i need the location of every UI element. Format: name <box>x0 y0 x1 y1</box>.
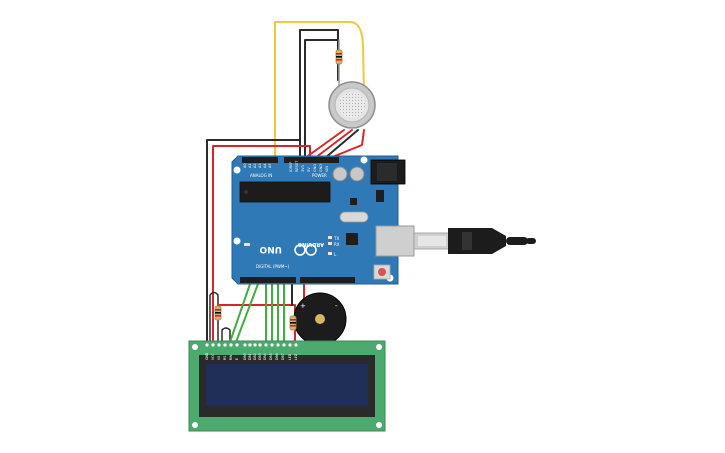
svg-text:A2: A2 <box>253 163 257 168</box>
wire-sensor-gnd-c[interactable] <box>324 129 359 159</box>
mounting-hole <box>192 344 198 350</box>
svg-text:RW: RW <box>229 354 233 360</box>
svg-text:DB4: DB4 <box>263 353 267 360</box>
digital-header-right[interactable] <box>300 277 355 283</box>
svg-text:A5: A5 <box>268 163 272 168</box>
wire-lcd-gnd-long[interactable] <box>206 139 301 343</box>
led-label-tx: TX <box>333 236 339 241</box>
svg-text:RESET: RESET <box>295 160 299 172</box>
board-model: UNO <box>259 244 282 254</box>
usb-port[interactable] <box>375 225 415 257</box>
mounting-hole <box>376 344 382 350</box>
led-label-l: L <box>334 252 337 257</box>
svg-text:V0: V0 <box>217 356 221 360</box>
led-tx <box>328 236 332 239</box>
lcd-pin-labels: GND VCC V0 RS RW E DB0 DB1 DB2 DB3 DB4 D… <box>205 352 298 360</box>
power-pin-labels: IOREF RESET 3V3 5V GND GND VIN <box>289 160 329 172</box>
svg-text:E: E <box>235 358 239 360</box>
svg-text:A1: A1 <box>248 163 252 168</box>
mounting-hole <box>233 237 241 245</box>
analog-header[interactable] <box>242 157 278 163</box>
svg-text:5V: 5V <box>307 167 311 172</box>
mounting-hole <box>360 156 368 164</box>
svg-text:DB0: DB0 <box>243 353 247 360</box>
svg-text:DB7: DB7 <box>281 353 285 360</box>
mounting-hole <box>233 166 241 174</box>
power-header-label: POWER <box>312 173 327 178</box>
analog-pin-labels: A0 A1 A2 A3 A4 A5 <box>243 163 272 168</box>
svg-text:VIN: VIN <box>325 166 329 172</box>
wire-sensor-ground-b[interactable] <box>304 39 339 161</box>
wire-sensor-signal[interactable] <box>274 21 365 161</box>
svg-text:LED: LED <box>288 353 292 360</box>
svg-text:A0: A0 <box>243 163 247 168</box>
svg-text:DB2: DB2 <box>253 353 257 360</box>
wire-sensor-vcc-a[interactable] <box>304 129 345 159</box>
lcd-module[interactable] <box>188 340 386 432</box>
wire-lcd-data-2[interactable] <box>235 283 259 343</box>
svg-text:GND: GND <box>313 164 317 172</box>
usb-cable[interactable] <box>413 228 536 254</box>
lcd-pin-row[interactable] <box>205 343 298 347</box>
buzzer-plus-label: + <box>300 302 306 310</box>
wire-lcd-resistor-loop-a[interactable] <box>209 291 219 343</box>
svg-text:GND: GND <box>205 352 209 360</box>
wire-sensor-vcc-c[interactable] <box>329 129 365 159</box>
svg-text:DB1: DB1 <box>248 353 252 360</box>
voltage-regulator <box>376 190 384 202</box>
arduino-board[interactable]: ANALOG IN POWER DIGITAL (PWM~) TX RX L A… <box>231 155 415 285</box>
svg-text:GND: GND <box>319 164 323 172</box>
buzzer-minus-label: - <box>335 302 338 310</box>
capacitor <box>332 166 348 182</box>
svg-text:DB5: DB5 <box>269 353 273 360</box>
svg-text:IOREF: IOREF <box>289 162 293 172</box>
mounting-hole <box>192 422 198 428</box>
usb-chip <box>346 233 358 245</box>
lcd-contrast-resistor[interactable] <box>214 305 222 321</box>
svg-text:VCC: VCC <box>211 353 215 360</box>
crystal-oscillator <box>339 211 369 223</box>
wire-lcd-resistor-loop-b[interactable] <box>221 327 231 343</box>
analog-header-label: ANALOG IN <box>250 173 272 178</box>
gas-sensor[interactable] <box>328 81 376 129</box>
buzzer-resistor[interactable] <box>289 315 297 331</box>
reset-button[interactable] <box>373 264 391 280</box>
on-led <box>244 243 250 246</box>
atmega-chip <box>239 181 331 203</box>
board-brand: ARDUINO <box>298 241 324 247</box>
small-ic <box>350 198 357 205</box>
power-header[interactable] <box>284 157 339 163</box>
arduino-logo <box>294 244 317 256</box>
digital-header-left[interactable] <box>240 277 296 283</box>
led-rx <box>328 242 332 245</box>
lcd-screen <box>206 364 368 406</box>
sensor-resistor[interactable] <box>335 49 343 65</box>
svg-text:3V3: 3V3 <box>301 165 305 172</box>
svg-text:A3: A3 <box>258 163 262 168</box>
led-l <box>328 252 332 255</box>
svg-text:LED: LED <box>294 353 298 360</box>
led-label-rx: RX <box>334 242 340 247</box>
piezo-buzzer[interactable]: + - <box>293 292 347 346</box>
svg-text:RS: RS <box>223 356 227 360</box>
capacitor <box>349 166 365 182</box>
wire-sensor-vcc-b[interactable] <box>314 129 353 159</box>
digital-header-label: DIGITAL (PWM~) <box>256 264 290 269</box>
mounting-hole <box>376 422 382 428</box>
svg-text:A4: A4 <box>263 163 267 168</box>
svg-text:DB3: DB3 <box>258 353 262 360</box>
wire-lcd-data-1[interactable] <box>229 283 251 343</box>
svg-text:DB6: DB6 <box>275 353 279 360</box>
wire-lcd-vcc-long[interactable] <box>212 145 311 343</box>
